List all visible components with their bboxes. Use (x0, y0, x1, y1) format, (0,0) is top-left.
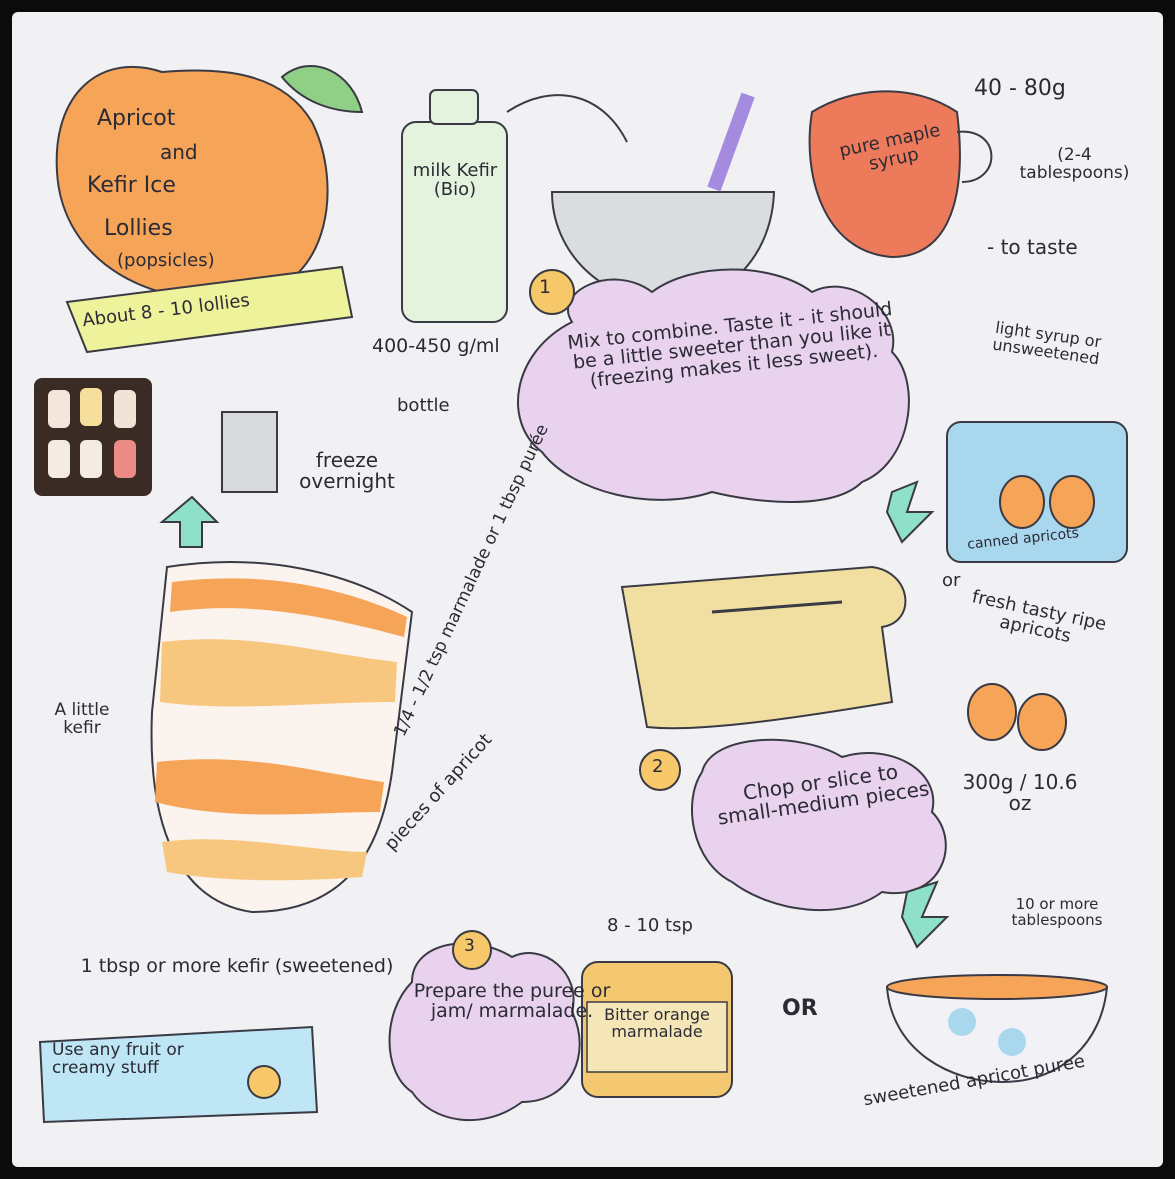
little-kefir-label: A little kefir (54, 700, 110, 738)
marmalade-label: Bitter orange marmalade (604, 1005, 710, 1041)
title-line3: Kefir Ice (87, 173, 176, 198)
kefir-label: milk Kefir (Bio) (412, 160, 498, 200)
step2-number: 2 (652, 756, 664, 777)
leaf-icon (280, 65, 364, 114)
kefir-unit: bottle (397, 395, 450, 416)
syrup-amount: 40 - 80g (974, 76, 1066, 101)
step3-cloud (388, 942, 581, 1122)
fresh-weight: 300g / 10.6 oz (962, 770, 1078, 815)
kefir-bottle-icon (401, 121, 508, 323)
canned-or: or (942, 570, 961, 591)
up-arrow-icon (159, 495, 220, 548)
cutting-board-icon (620, 565, 907, 730)
step2-cloud (691, 738, 947, 912)
title-line4: Lollies (104, 216, 173, 241)
step3-badge (452, 930, 492, 970)
puree-amount: 10 or more tablespoons (1011, 895, 1103, 929)
down-arrow-icon-1 (885, 480, 935, 544)
step1-number: 1 (539, 276, 552, 298)
cup-bottom-label: 1 tbsp or more kefir (sweetened) (80, 955, 394, 977)
drawing-paper: Apricot and Kefir Ice Lollies (popsicles… (12, 12, 1163, 1167)
down-arrow-icon-2 (900, 880, 950, 949)
puree-bowl-icon (885, 986, 1109, 1084)
syrup-alt: (2-4 tablespoons) (1019, 145, 1130, 183)
yield-banner (65, 265, 354, 354)
illustration (38, 65, 1128, 1124)
freezer-icon (221, 411, 278, 493)
or-label: OR (782, 996, 818, 1021)
step3-text: Prepare the puree or jam/ marmalade. (413, 980, 611, 1022)
step2-badge (639, 749, 681, 791)
finished-lollies-photo (34, 378, 152, 496)
freeze-text: freeze overnight (299, 448, 395, 493)
tip-banner (38, 1025, 319, 1124)
step1-badge (529, 269, 575, 315)
step3-number: 3 (464, 936, 475, 956)
title-line1: Apricot (97, 106, 176, 131)
kefir-amount: 400-450 g/ml (372, 335, 500, 357)
marmalade-amount: 8 - 10 tsp (607, 915, 693, 936)
tip-text: Use any fruit or creamy stuff (52, 1040, 184, 1078)
syrup-note: - to taste (987, 235, 1078, 259)
step1-cloud (517, 268, 910, 503)
smiley-face-icon (247, 1065, 281, 1099)
maple-syrup-jug-icon (808, 90, 961, 259)
fresh-apricot-icon (967, 683, 1017, 741)
title-line2: and (160, 140, 198, 164)
title-line5: (popsicles) (117, 250, 215, 271)
